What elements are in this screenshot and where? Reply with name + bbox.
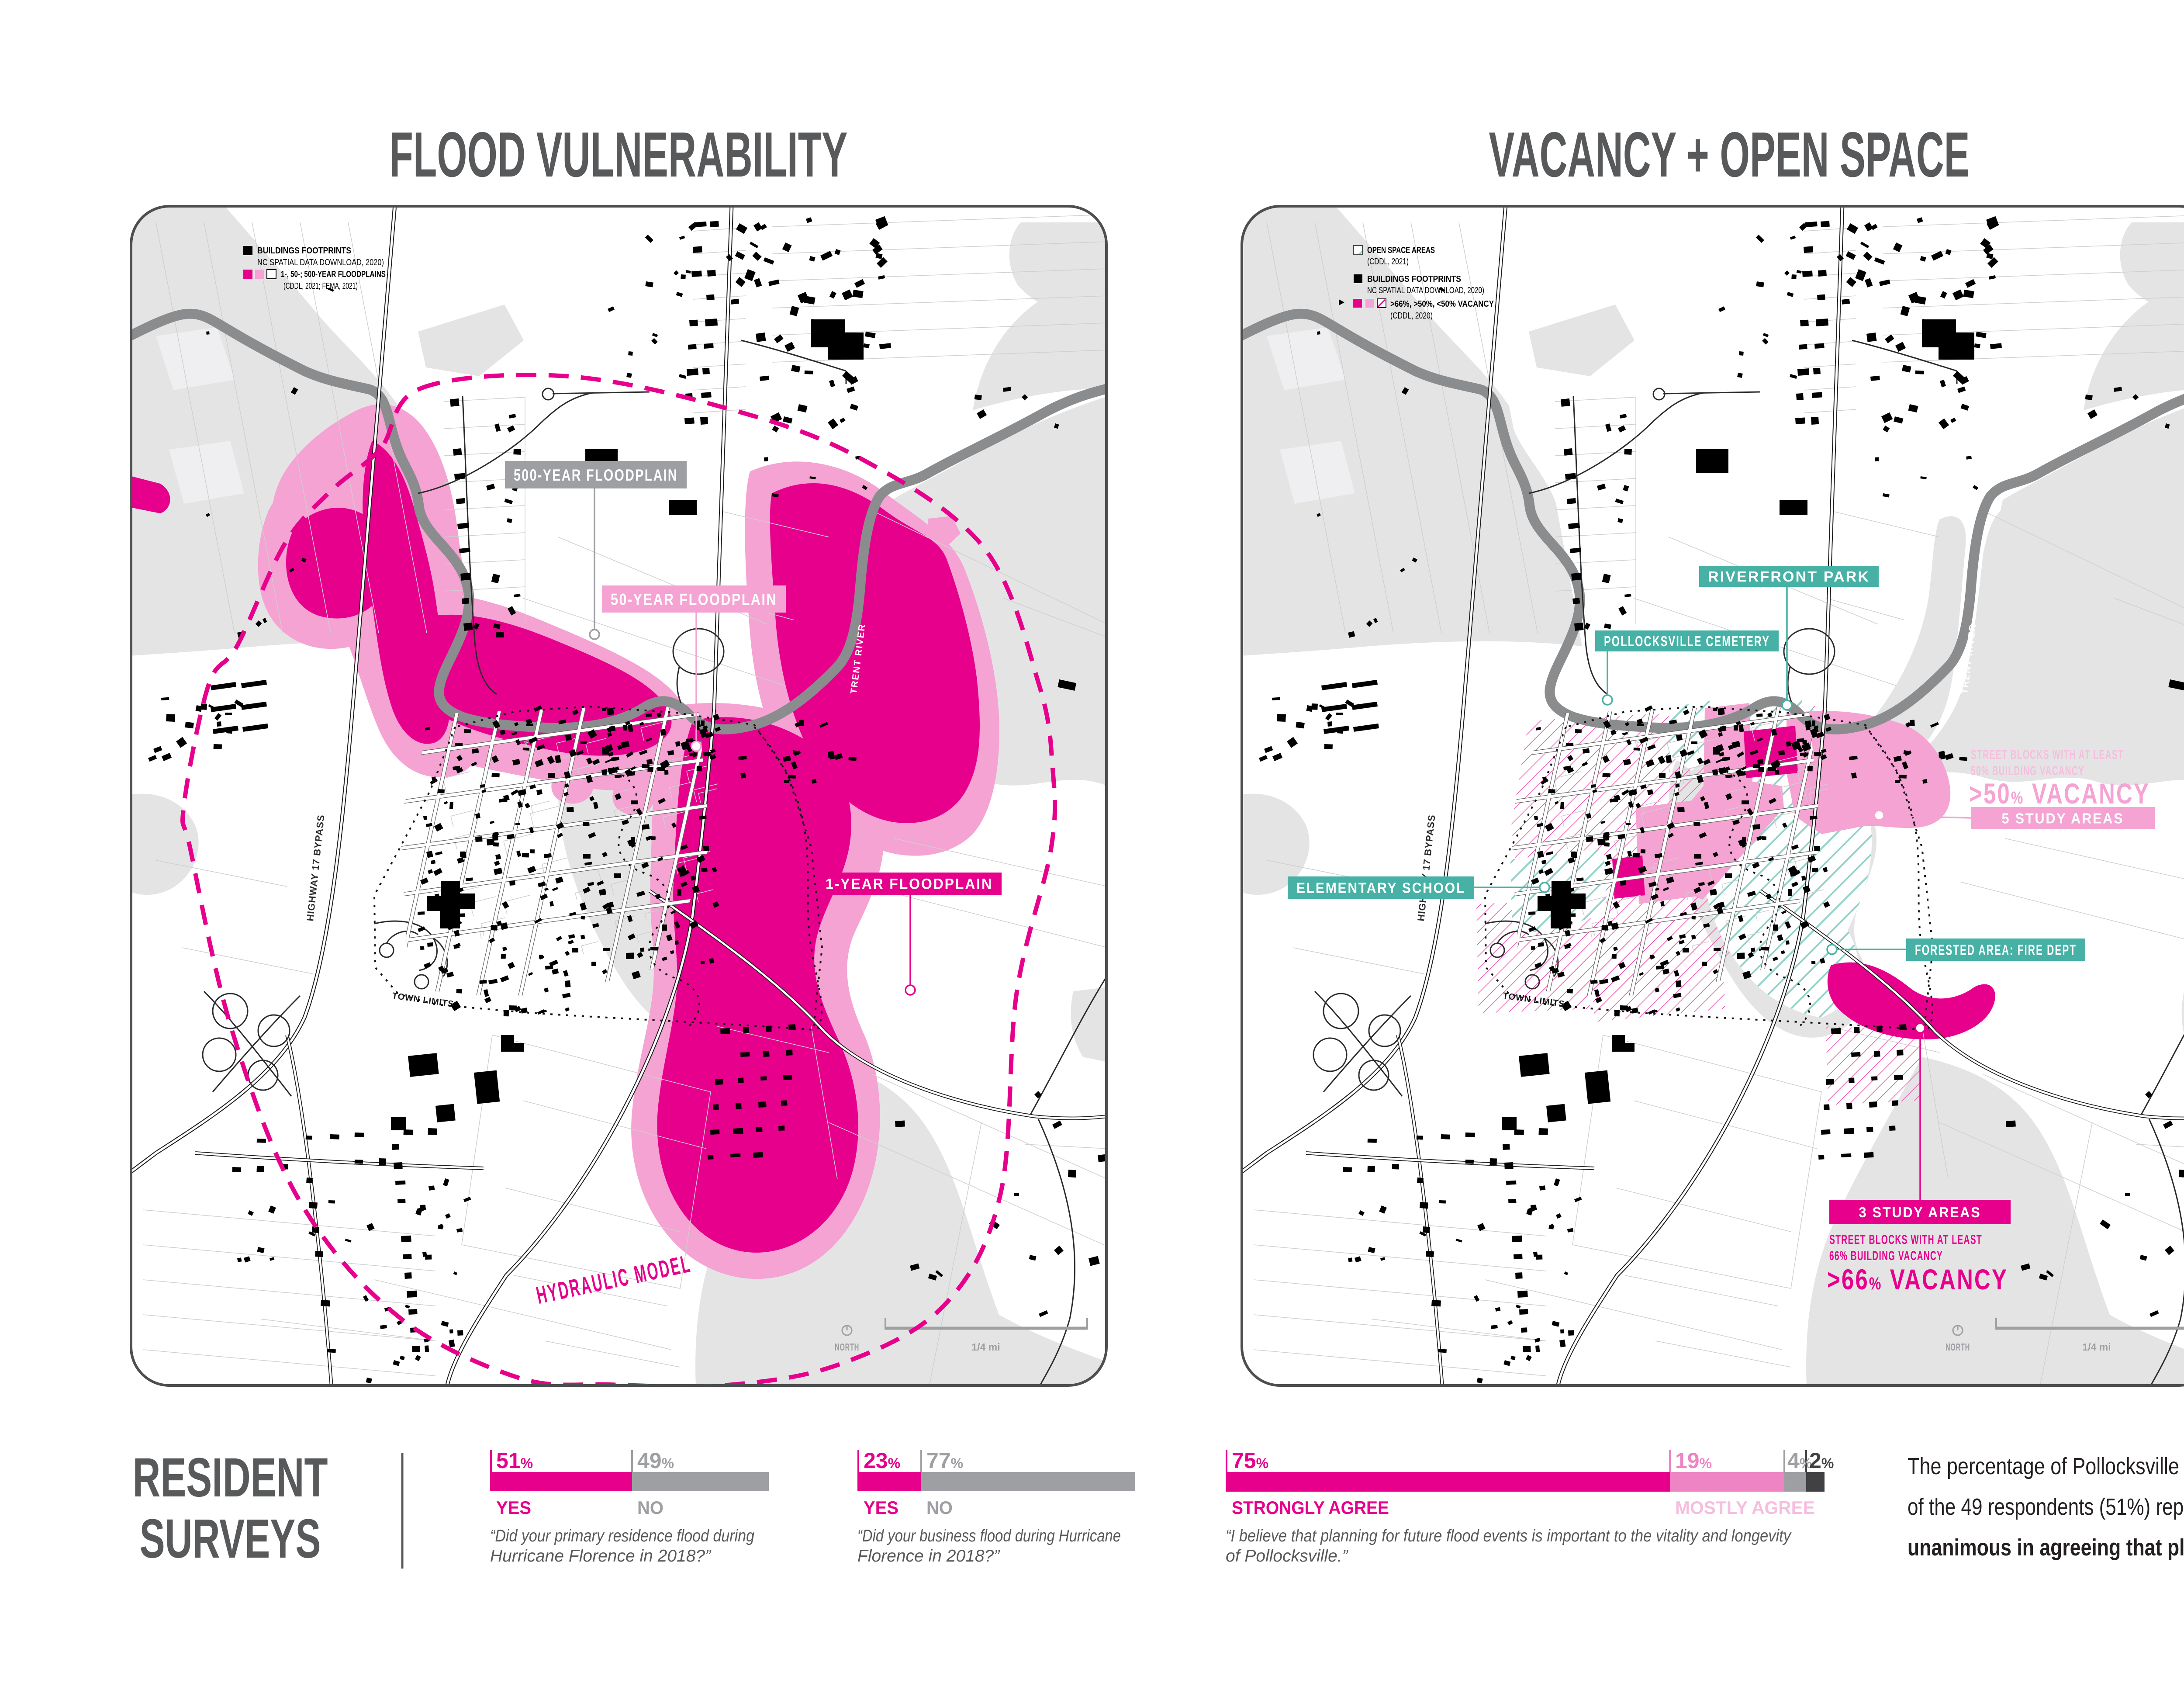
svg-text:NC SPATIAL DATA DOWNLOAD, 2020: NC SPATIAL DATA DOWNLOAD, 2020): [257, 258, 384, 267]
svg-text:RIVERFRONT PARK: RIVERFRONT PARK: [1708, 568, 1870, 585]
svg-text:4%: 4%: [1787, 1448, 1812, 1473]
svg-text:66% BUILDING VACANCY: 66% BUILDING VACANCY: [1829, 1249, 1943, 1263]
svg-text:ELEMENTARY SCHOOL: ELEMENTARY SCHOOL: [1296, 880, 1465, 896]
svg-text:Florence in 2018?”: Florence in 2018?”: [857, 1547, 1000, 1565]
svg-text:FORESTED AREA: FIRE DEPT: FORESTED AREA: FIRE DEPT: [1915, 942, 2077, 958]
svg-text:RESIDENT: RESIDENT: [133, 1447, 328, 1508]
svg-text:50% BUILDING VACANCY: 50% BUILDING VACANCY: [1971, 764, 2084, 778]
svg-text:(CDDL, 2021): (CDDL, 2021): [1367, 257, 1409, 267]
svg-text:MOSTLY AGREE: MOSTLY AGREE: [1675, 1497, 1815, 1518]
svg-text:5 STUDY AREAS: 5 STUDY AREAS: [2002, 810, 2124, 826]
svg-text:(CDDL, 2020): (CDDL, 2020): [1390, 311, 1433, 321]
svg-text:BUILDINGS FOOTPRINTS: BUILDINGS FOOTPRINTS: [257, 246, 351, 256]
svg-text:BUILDINGS FOOTPRINTS: BUILDINGS FOOTPRINTS: [1367, 274, 1461, 284]
svg-text:>66%, >50%, <50% VACANCY: >66%, >50%, <50% VACANCY: [1390, 299, 1494, 309]
svg-text:77%: 77%: [926, 1448, 963, 1473]
svg-text:STRONGLY AGREE: STRONGLY AGREE: [1232, 1497, 1389, 1518]
svg-text:of Pollocksville.”: of Pollocksville.”: [1226, 1547, 1349, 1565]
svg-text:1-YEAR FLOODPLAIN: 1-YEAR FLOODPLAIN: [826, 876, 993, 893]
svg-text:>66% VACANCY: >66% VACANCY: [1827, 1263, 2008, 1295]
svg-text:“Did your business flood durin: “Did your business flood during Hurrican…: [857, 1527, 1121, 1545]
svg-text:SURVEYS: SURVEYS: [140, 1508, 321, 1569]
svg-text:VACANCY + OPEN SPACE: VACANCY + OPEN SPACE: [1489, 119, 1970, 190]
svg-text:of the 49 respondents (51%) re: of the 49 respondents (51%) reported exp…: [1908, 1494, 2184, 1520]
svg-text:OPEN SPACE AREAS: OPEN SPACE AREAS: [1367, 246, 1435, 255]
svg-text:50-YEAR FLOODPLAIN: 50-YEAR FLOODPLAIN: [611, 590, 777, 608]
svg-text:Hurricane Florence in 2018?”: Hurricane Florence in 2018?”: [490, 1547, 712, 1565]
svg-text:STREET BLOCKS WITH AT LEAST: STREET BLOCKS WITH AT LEAST: [1829, 1233, 1982, 1247]
svg-text:POLLOCKSVILLE CEMETERY: POLLOCKSVILLE CEMETERY: [1604, 633, 1770, 649]
svg-text:500-YEAR FLOODPLAIN: 500-YEAR FLOODPLAIN: [514, 466, 678, 484]
svg-text:YES: YES: [496, 1497, 531, 1518]
svg-text:unanimous in agreeing that pla: unanimous in agreeing that planning for …: [1908, 1534, 2184, 1561]
svg-text:NO: NO: [637, 1497, 663, 1518]
svg-text:>50% VACANCY: >50% VACANCY: [1969, 777, 2150, 810]
svg-text:NO: NO: [926, 1497, 953, 1518]
svg-text:YES: YES: [864, 1497, 898, 1518]
svg-text:FLOOD VULNERABILITY: FLOOD VULNERABILITY: [390, 119, 848, 190]
svg-text:“I believe that planning for f: “I believe that planning for future floo…: [1226, 1527, 1792, 1545]
svg-text:3 STUDY AREAS: 3 STUDY AREAS: [1859, 1204, 1981, 1220]
svg-text:The percentage of Pollocksvill: The percentage of Pollocksville resident…: [1908, 1453, 2184, 1479]
svg-text:STREET BLOCKS WITH AT LEAST: STREET BLOCKS WITH AT LEAST: [1971, 748, 2124, 762]
svg-text:“Did your primary residence fl: “Did your primary residence flood during: [490, 1527, 754, 1545]
svg-text:(CDDL, 2021; FEMA, 2021): (CDDL, 2021; FEMA, 2021): [283, 281, 358, 291]
svg-text:NC SPATIAL DATA DOWNLOAD, 2020: NC SPATIAL DATA DOWNLOAD, 2020): [1367, 286, 1484, 295]
svg-text:1-, 50-; 500-YEAR FLOODPLAINS: 1-, 50-; 500-YEAR FLOODPLAINS: [281, 270, 386, 279]
